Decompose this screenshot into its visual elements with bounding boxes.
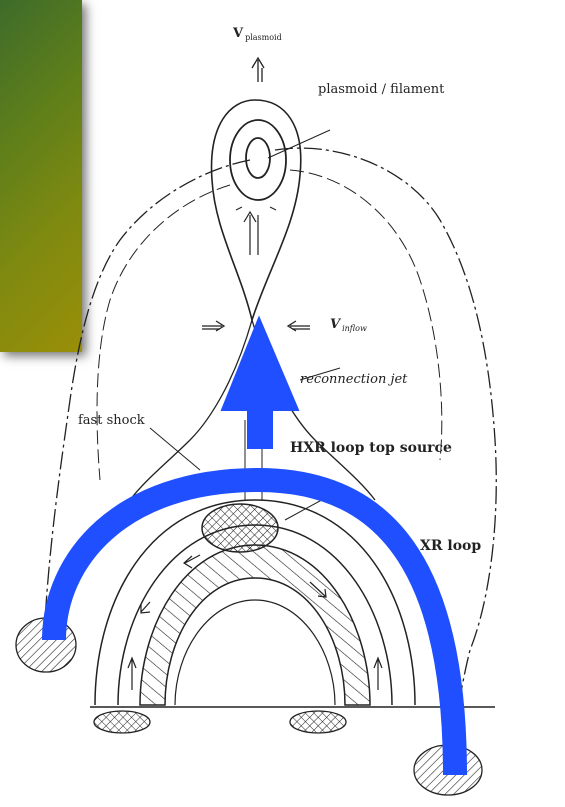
- plasmoid-ring-inner: [246, 138, 270, 178]
- plasmoid-ring-outer: [230, 120, 286, 200]
- footpoint-source-left: [94, 711, 150, 733]
- hxr-loop-top-source-label: HXR loop top source: [290, 440, 452, 456]
- inflow-arrow-left: [202, 321, 224, 331]
- hxr-loop-top-source: [202, 504, 278, 552]
- hxr-loop-label: XR loop: [420, 538, 481, 554]
- footpoint-source-right: [290, 711, 346, 733]
- plasmoid-teardrop: [212, 100, 301, 320]
- outer-field-line-right-2: [290, 170, 442, 460]
- blue-overlay-arrow: [222, 318, 298, 448]
- reconnection-jet-label: reconnection jet: [300, 372, 407, 387]
- inner-loop: [175, 600, 335, 705]
- plasmoid-velocity-arrow: [252, 58, 264, 82]
- outer-field-line-left-2: [97, 185, 230, 480]
- inflow-arrow-right: [288, 321, 310, 331]
- hxr-hatched-loop: [140, 545, 370, 705]
- plasmoid-filament-label: plasmoid / filament: [318, 82, 444, 97]
- fast-shock-label: fast shock: [78, 413, 145, 428]
